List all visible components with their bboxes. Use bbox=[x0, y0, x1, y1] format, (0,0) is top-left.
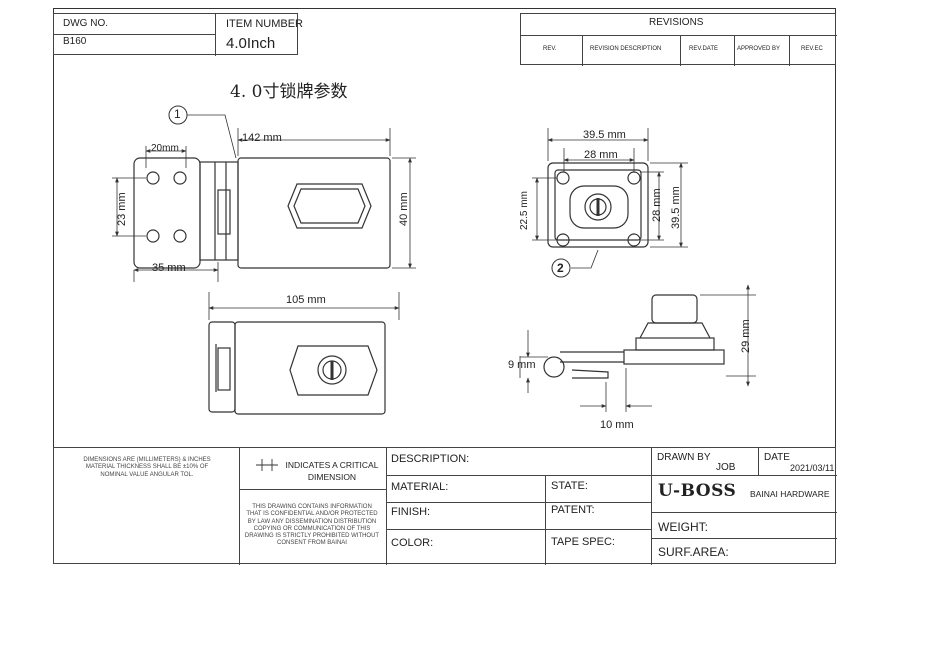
critical-dimension-symbol bbox=[256, 459, 278, 471]
patent-label: PATENT: bbox=[551, 504, 595, 516]
dwg-no-value: B160 bbox=[63, 36, 87, 47]
confidential-note: THIS DRAWING CONTAINS INFORMATION THAT I… bbox=[244, 504, 380, 547]
critical-dimension-label: INDICATES A CRITICAL DIMENSION bbox=[285, 460, 379, 482]
dimensions-note: DIMENSIONS ARE (MILLIMETERS) & INCHES MA… bbox=[83, 457, 211, 478]
dim-10: 10 mm bbox=[600, 419, 634, 431]
dwg-no-label: DWG NO. bbox=[63, 18, 108, 29]
dim-23: 23 mm bbox=[116, 192, 128, 226]
color-label: COLOR: bbox=[391, 537, 434, 549]
surf-area-label: SURF.AREA: bbox=[658, 545, 729, 559]
dim-22-5: 22.5 mm bbox=[519, 191, 530, 230]
dim-105: 105 mm bbox=[286, 294, 326, 306]
rev-col-description: REVISION DESCRIPTION bbox=[590, 46, 662, 52]
title-block bbox=[53, 447, 837, 565]
lock-plate-dims bbox=[532, 128, 688, 269]
item-number-value: 4.0Inch bbox=[226, 35, 276, 52]
header-block: DWG NO. B160 ITEM NUMBER 4.0Inch bbox=[53, 13, 303, 56]
dim-28-top: 28 mm bbox=[584, 149, 618, 161]
dim-39-5-top: 39.5 mm bbox=[583, 129, 626, 141]
lock-side-view bbox=[543, 294, 725, 379]
lock-plate-view bbox=[547, 162, 649, 248]
hasp-bottom-dims bbox=[208, 292, 400, 320]
hasp-bottom-view bbox=[208, 321, 386, 415]
rev-col-rev: REV. bbox=[543, 46, 557, 52]
description-label: DESCRIPTION: bbox=[391, 453, 470, 465]
material-label: MATERIAL: bbox=[391, 481, 449, 493]
date-label: DATE bbox=[764, 452, 790, 463]
state-label: STATE: bbox=[551, 480, 588, 492]
item-number-label: ITEM NUMBER bbox=[226, 18, 303, 30]
dim-9: 9 mm bbox=[508, 359, 536, 371]
revisions-block: REVISIONS REV. REVISION DESCRIPTION REV.… bbox=[520, 13, 837, 66]
dim-20: 20mm bbox=[151, 143, 179, 154]
rev-col-approved: APPROVED BY bbox=[737, 46, 781, 52]
dim-28-side: 28 mm bbox=[651, 188, 663, 222]
tape-spec-label: TAPE SPEC: bbox=[551, 536, 615, 548]
callout-2: 2 bbox=[557, 261, 564, 275]
lock-side-dims bbox=[519, 284, 756, 412]
rev-col-date: REV.DATE bbox=[689, 46, 719, 52]
drawn-by-label: DRAWN BY bbox=[657, 452, 711, 463]
dim-40: 40 mm bbox=[398, 192, 410, 226]
finish-label: FINISH: bbox=[391, 506, 431, 518]
dim-39-5-side: 39.5 mm bbox=[670, 186, 682, 229]
dim-142: 142 mm bbox=[242, 132, 282, 144]
revisions-title: REVISIONS bbox=[649, 17, 704, 28]
callout-1: 1 bbox=[174, 107, 181, 121]
weight-label: WEIGHT: bbox=[658, 520, 708, 534]
hasp-top-dims bbox=[112, 114, 416, 282]
rev-col-ec: REV.EC bbox=[801, 46, 823, 52]
dim-29: 29 mm bbox=[740, 319, 752, 353]
company-name: BAINAI HARDWARE bbox=[750, 489, 830, 499]
brand-logo: U-BOSS bbox=[658, 481, 737, 501]
date-value: 2021/03/11 bbox=[790, 463, 835, 473]
drawn-by-value: JOB bbox=[716, 462, 736, 473]
drawing-title: 4. 0寸锁牌参数 bbox=[230, 82, 348, 102]
dim-35: 35 mm bbox=[152, 262, 186, 274]
hasp-top-view bbox=[133, 157, 391, 269]
